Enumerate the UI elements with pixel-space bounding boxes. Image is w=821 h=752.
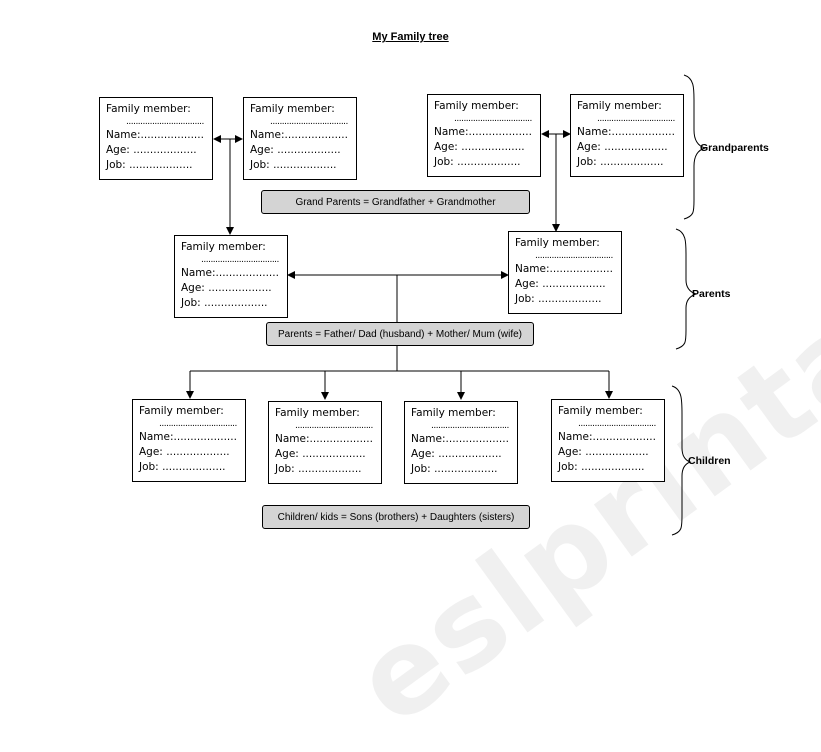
age-dots: ................... bbox=[133, 144, 197, 156]
card-heading: Family member: bbox=[434, 100, 519, 112]
family-member-card: Family member: .........................… bbox=[132, 399, 246, 482]
age-label: Age: bbox=[515, 278, 539, 290]
card-heading: Family member: bbox=[275, 407, 360, 419]
parents-caption: Parents = Father/ Dad (husband) + Mother… bbox=[266, 322, 534, 346]
card-dots: ................................. bbox=[270, 117, 348, 127]
name-label: Name: bbox=[106, 129, 141, 141]
name-label: Name: bbox=[411, 433, 446, 445]
card-heading: Family member: bbox=[181, 241, 266, 253]
job-dots: ................... bbox=[273, 159, 337, 171]
name-dots: ................... bbox=[549, 263, 613, 275]
name-dots: ................... bbox=[215, 267, 279, 279]
card-dots: ................................. bbox=[597, 114, 675, 124]
job-dots: ................... bbox=[129, 159, 193, 171]
name-dots: ................... bbox=[284, 129, 348, 141]
grandparents-caption: Grand Parents = Grandfather + Grandmothe… bbox=[261, 190, 530, 214]
age-label: Age: bbox=[558, 446, 582, 458]
name-label: Name: bbox=[250, 129, 285, 141]
age-dots: ................... bbox=[461, 141, 525, 153]
parents-label: Parents bbox=[692, 288, 731, 300]
age-dots: ................... bbox=[277, 144, 341, 156]
age-label: Age: bbox=[411, 448, 435, 460]
job-label: Job: bbox=[515, 293, 535, 305]
card-dots: ................................. bbox=[431, 421, 509, 431]
job-dots: ................... bbox=[204, 297, 268, 309]
family-member-card: Family member: .........................… bbox=[508, 231, 622, 314]
card-dots: ................................. bbox=[295, 421, 373, 431]
age-dots: ................... bbox=[585, 446, 649, 458]
job-label: Job: bbox=[577, 156, 597, 168]
family-member-card: Family member: .........................… bbox=[174, 235, 288, 318]
family-member-card: Family member: .........................… bbox=[243, 97, 357, 180]
page-title: My Family tree bbox=[372, 31, 449, 43]
family-member-card: Family member: .........................… bbox=[268, 401, 382, 484]
job-dots: ................... bbox=[538, 293, 602, 305]
name-label: Name: bbox=[577, 126, 612, 138]
tree-connectors bbox=[186, 74, 707, 536]
job-dots: ................... bbox=[162, 461, 226, 473]
age-dots: ................... bbox=[166, 446, 230, 458]
family-member-card: Family member: .........................… bbox=[551, 399, 665, 482]
name-dots: ................... bbox=[140, 129, 204, 141]
age-label: Age: bbox=[577, 141, 601, 153]
card-heading: Family member: bbox=[558, 405, 643, 417]
job-label: Job: bbox=[275, 463, 295, 475]
age-label: Age: bbox=[106, 144, 130, 156]
card-heading: Family member: bbox=[106, 103, 191, 115]
job-label: Job: bbox=[558, 461, 578, 473]
age-label: Age: bbox=[139, 446, 163, 458]
family-member-card: Family member: .........................… bbox=[427, 94, 541, 177]
name-dots: ................... bbox=[445, 433, 509, 445]
card-heading: Family member: bbox=[577, 100, 662, 112]
age-dots: ................... bbox=[438, 448, 502, 460]
card-heading: Family member: bbox=[250, 103, 335, 115]
name-dots: ................... bbox=[173, 431, 237, 443]
age-label: Age: bbox=[250, 144, 274, 156]
name-label: Name: bbox=[139, 431, 174, 443]
job-label: Job: bbox=[106, 159, 126, 171]
family-member-card: Family member: .........................… bbox=[99, 97, 213, 180]
name-dots: ................... bbox=[592, 431, 656, 443]
job-label: Job: bbox=[434, 156, 454, 168]
card-heading: Family member: bbox=[139, 405, 224, 417]
grandparents-label: Grandparents bbox=[700, 142, 769, 154]
name-label: Name: bbox=[515, 263, 550, 275]
card-dots: ................................. bbox=[535, 251, 613, 261]
card-dots: ................................. bbox=[578, 419, 656, 429]
name-dots: ................... bbox=[309, 433, 373, 445]
age-label: Age: bbox=[434, 141, 458, 153]
name-dots: ................... bbox=[468, 126, 532, 138]
age-dots: ................... bbox=[302, 448, 366, 460]
card-heading: Family member: bbox=[515, 237, 600, 249]
name-label: Name: bbox=[275, 433, 310, 445]
job-label: Job: bbox=[139, 461, 159, 473]
job-label: Job: bbox=[181, 297, 201, 309]
card-dots: ................................. bbox=[126, 117, 204, 127]
job-dots: ................... bbox=[600, 156, 664, 168]
name-label: Name: bbox=[558, 431, 593, 443]
name-label: Name: bbox=[434, 126, 469, 138]
children-label: Children bbox=[688, 455, 731, 467]
card-dots: ................................. bbox=[454, 114, 532, 124]
family-member-card: Family member: .........................… bbox=[404, 401, 518, 484]
job-label: Job: bbox=[250, 159, 270, 171]
age-dots: ................... bbox=[208, 282, 272, 294]
age-dots: ................... bbox=[542, 278, 606, 290]
family-member-card: Family member: .........................… bbox=[570, 94, 684, 177]
name-label: Name: bbox=[181, 267, 216, 279]
children-caption: Children/ kids = Sons (brothers) + Daugh… bbox=[262, 505, 530, 529]
card-heading: Family member: bbox=[411, 407, 496, 419]
age-label: Age: bbox=[181, 282, 205, 294]
job-dots: ................... bbox=[298, 463, 362, 475]
job-dots: ................... bbox=[434, 463, 498, 475]
card-dots: ................................. bbox=[159, 419, 237, 429]
name-dots: ................... bbox=[611, 126, 675, 138]
job-dots: ................... bbox=[457, 156, 521, 168]
job-dots: ................... bbox=[581, 461, 645, 473]
job-label: Job: bbox=[411, 463, 431, 475]
age-dots: ................... bbox=[604, 141, 668, 153]
age-label: Age: bbox=[275, 448, 299, 460]
card-dots: ................................. bbox=[201, 255, 279, 265]
